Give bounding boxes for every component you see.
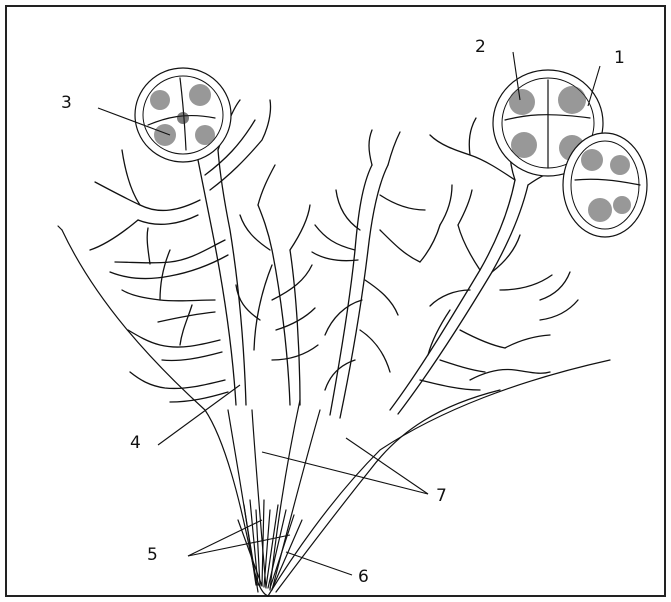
alveolus-outer-right-2 — [563, 133, 647, 237]
duct-trunks — [196, 150, 528, 418]
label-5: 5 — [147, 545, 158, 565]
label-6: 6 — [358, 567, 369, 587]
branching-ducts-center — [312, 130, 440, 390]
alveolus-cluster-right — [493, 70, 647, 237]
label-1: 1 — [614, 48, 625, 68]
alveolus-cluster-left — [135, 68, 231, 162]
label-2: 2 — [475, 37, 486, 57]
leader-6 — [286, 552, 352, 575]
label-7: 7 — [436, 486, 447, 506]
gland-body-outline — [58, 226, 610, 596]
leader-4 — [158, 385, 240, 445]
label-4: 4 — [130, 433, 141, 453]
label-3: 3 — [61, 93, 72, 113]
